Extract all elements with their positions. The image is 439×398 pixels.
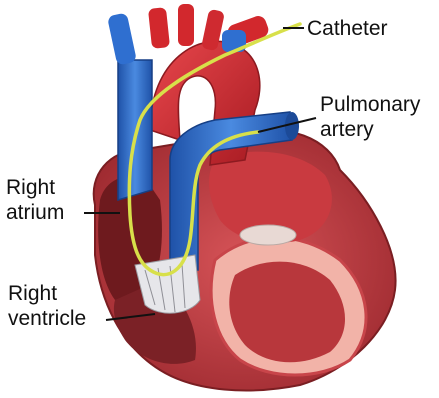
pulmonary-artery-label-line1: Pulmonary (320, 92, 420, 117)
right-atrium-label-line2: atrium (6, 200, 64, 225)
pulmonary-artery-label-line2: artery (320, 117, 420, 142)
catheter-label-line1: Catheter (307, 16, 388, 41)
mitral-valve (240, 225, 296, 245)
catheter-label: Catheter (307, 16, 388, 41)
right-ventricle-label-line1: Right (8, 281, 86, 306)
aorta-branch-1 (148, 7, 170, 49)
right-atrium-label-line1: Right (6, 175, 64, 200)
svc-branch (107, 12, 137, 65)
right-ventricle-label-line2: ventricle (8, 306, 86, 331)
aorta-branch-2 (178, 4, 194, 46)
pulmonary-artery-label: Pulmonary artery (320, 92, 420, 142)
right-atrium-label: Right atrium (6, 175, 64, 225)
superior-vena-cava (118, 60, 152, 200)
right-ventricle-label: Right ventricle (8, 281, 86, 331)
